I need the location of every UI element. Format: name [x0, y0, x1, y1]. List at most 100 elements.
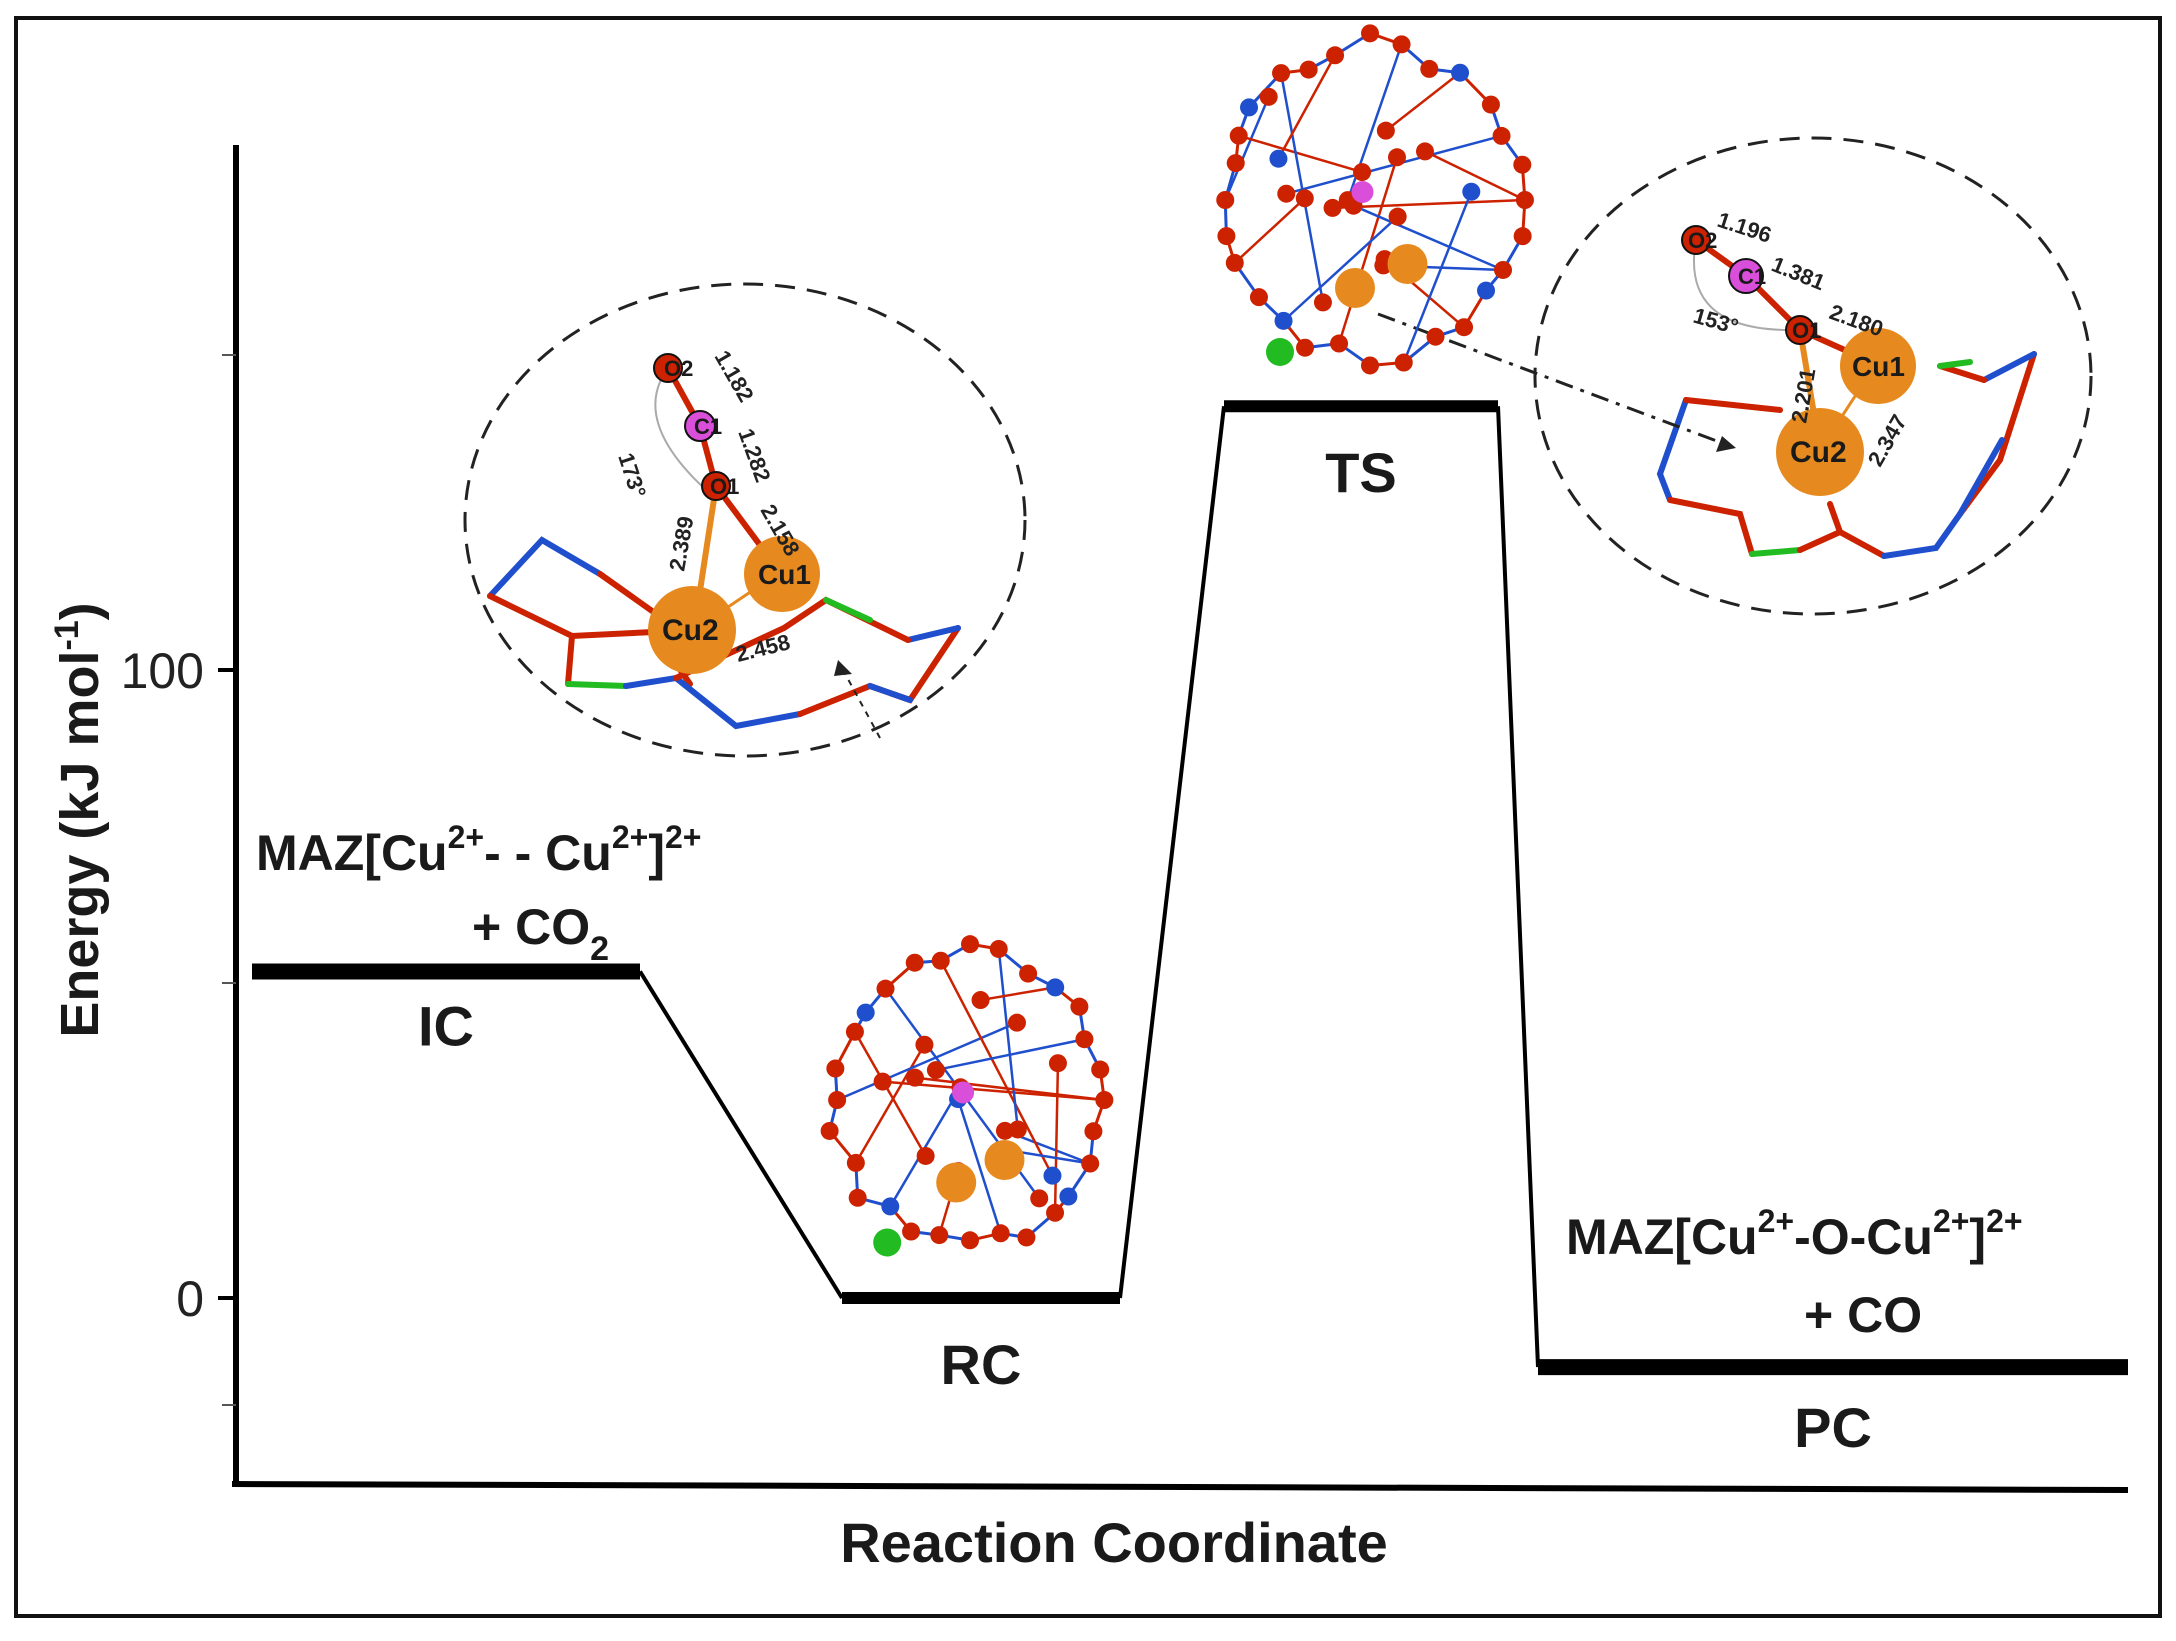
svg-text:Cu1: Cu1	[1852, 351, 1905, 382]
cage-atom	[1494, 260, 1513, 279]
figure-border	[14, 16, 2162, 1618]
cage-atom-cu	[1387, 244, 1428, 284]
cage-atom	[1323, 198, 1342, 217]
x-axis	[231, 1481, 2129, 1493]
cage-atom	[1017, 1228, 1036, 1247]
rc-inset-framework	[487, 536, 961, 730]
svg-text:173°: 173°	[613, 450, 651, 501]
svg-text:1.182: 1.182	[710, 346, 759, 406]
cage-atom	[1046, 978, 1065, 997]
cage-atom	[856, 1003, 875, 1022]
cage-atom-cu	[936, 1162, 977, 1203]
cage-bond	[1337, 156, 1399, 344]
cage-bond	[935, 1038, 1085, 1072]
pc-reagent: + CO	[1804, 1287, 1922, 1343]
cage-atom	[961, 935, 979, 954]
cage-atom	[1019, 964, 1038, 983]
svg-text:2.389: 2.389	[664, 514, 698, 573]
cage-atom	[1295, 189, 1314, 208]
svg-text:153°: 153°	[1691, 303, 1742, 340]
level-label-rc: RC	[941, 1333, 1022, 1396]
cage-atom	[1394, 353, 1413, 372]
cage-atom	[1515, 191, 1534, 209]
cage-atom	[1361, 356, 1379, 375]
cage-bond	[1053, 1063, 1060, 1213]
cage-atom-c	[952, 1081, 975, 1104]
connector-rc-ts	[1118, 406, 1226, 1299]
cage-atom	[930, 1226, 949, 1245]
cage-atom	[881, 1197, 900, 1216]
svg-text:O2: O2	[664, 356, 693, 381]
svg-text:2.347: 2.347	[1863, 410, 1912, 470]
cage-atom	[989, 939, 1008, 958]
ts-atom-c1	[1728, 258, 1764, 294]
cage-bond	[1282, 215, 1399, 322]
cage-bond	[853, 1031, 927, 1157]
cage-atom	[820, 1121, 839, 1140]
svg-text:C1: C1	[694, 414, 722, 439]
cage-atom	[1046, 1203, 1065, 1222]
cage-atom	[1513, 155, 1532, 174]
cage-atom	[1269, 149, 1288, 168]
cage-atom	[826, 1059, 845, 1078]
cage-atom	[1225, 253, 1244, 272]
cage-atom	[1274, 311, 1293, 330]
rc-atom-cu2	[648, 586, 736, 674]
cage-atom	[1513, 227, 1532, 246]
svg-text:1.282: 1.282	[733, 425, 775, 485]
rc-cage-structure	[820, 935, 1114, 1257]
cage-atom	[1451, 63, 1470, 82]
cage-bond	[1352, 204, 1504, 272]
energy-levels	[252, 400, 2128, 1376]
cage-bond	[956, 1098, 1002, 1234]
cage-atom	[1299, 60, 1318, 79]
cage-atom	[1249, 288, 1268, 307]
x-axis-label: Reaction Coordinate	[840, 1511, 1388, 1574]
cage-atom	[1277, 184, 1296, 203]
cage-atom	[1462, 182, 1481, 201]
cage-bond	[1279, 72, 1325, 303]
cage-atom	[915, 1035, 934, 1054]
cage-atom	[1415, 142, 1434, 161]
svg-text:1.381: 1.381	[1768, 251, 1828, 295]
cage-atom	[1084, 1122, 1103, 1141]
cage-atom	[1326, 46, 1345, 65]
ts-atom-cu2	[1776, 408, 1864, 496]
cage-atom	[1420, 59, 1439, 78]
cage-bond	[1424, 150, 1526, 202]
svg-text:Cu2: Cu2	[662, 614, 719, 647]
cage-atom-c	[1351, 181, 1374, 203]
cage-bond	[1385, 71, 1461, 132]
cage-atom	[1075, 1030, 1094, 1049]
cage-atom	[1376, 121, 1395, 140]
level-label-pc: PC	[1794, 1396, 1872, 1459]
cage-bond	[997, 948, 1020, 1130]
rc-atom-cu1	[744, 536, 820, 612]
cage-bond	[854, 1044, 926, 1164]
cage-atom	[876, 979, 895, 998]
rc-inset: O2 C1 O1 Cu1 Cu2 1.182 1.282 2.389 2.158…	[463, 282, 1027, 758]
ts-inset-circle	[1533, 136, 2093, 616]
svg-text:2.458: 2.458	[733, 629, 792, 667]
cage-atom	[1008, 1120, 1027, 1139]
svg-text:1.196: 1.196	[1714, 207, 1774, 248]
cage-atom-cu	[984, 1140, 1025, 1180]
cage-atom	[1007, 1013, 1026, 1032]
cage-atom	[846, 1153, 865, 1172]
cage-atom	[1217, 227, 1236, 246]
cage-bond	[1233, 197, 1306, 264]
ic-reagent: + CO2	[472, 899, 609, 968]
svg-text:O1: O1	[1792, 318, 1821, 343]
cage-atom	[991, 1224, 1010, 1243]
cage-atom	[1330, 334, 1349, 353]
cage-atom	[1388, 207, 1407, 226]
cage-atom	[971, 991, 990, 1010]
pc-formula: MAZ[Cu2+-O-Cu2+]2+	[1566, 1203, 2023, 1265]
ts-atom-o2	[1681, 225, 1711, 255]
cage-atom	[1095, 1091, 1114, 1109]
y-axis-label: Energy (kJ mol-1)	[48, 602, 110, 1037]
cage-bond	[914, 1076, 1105, 1102]
cage-atom	[848, 1188, 867, 1207]
